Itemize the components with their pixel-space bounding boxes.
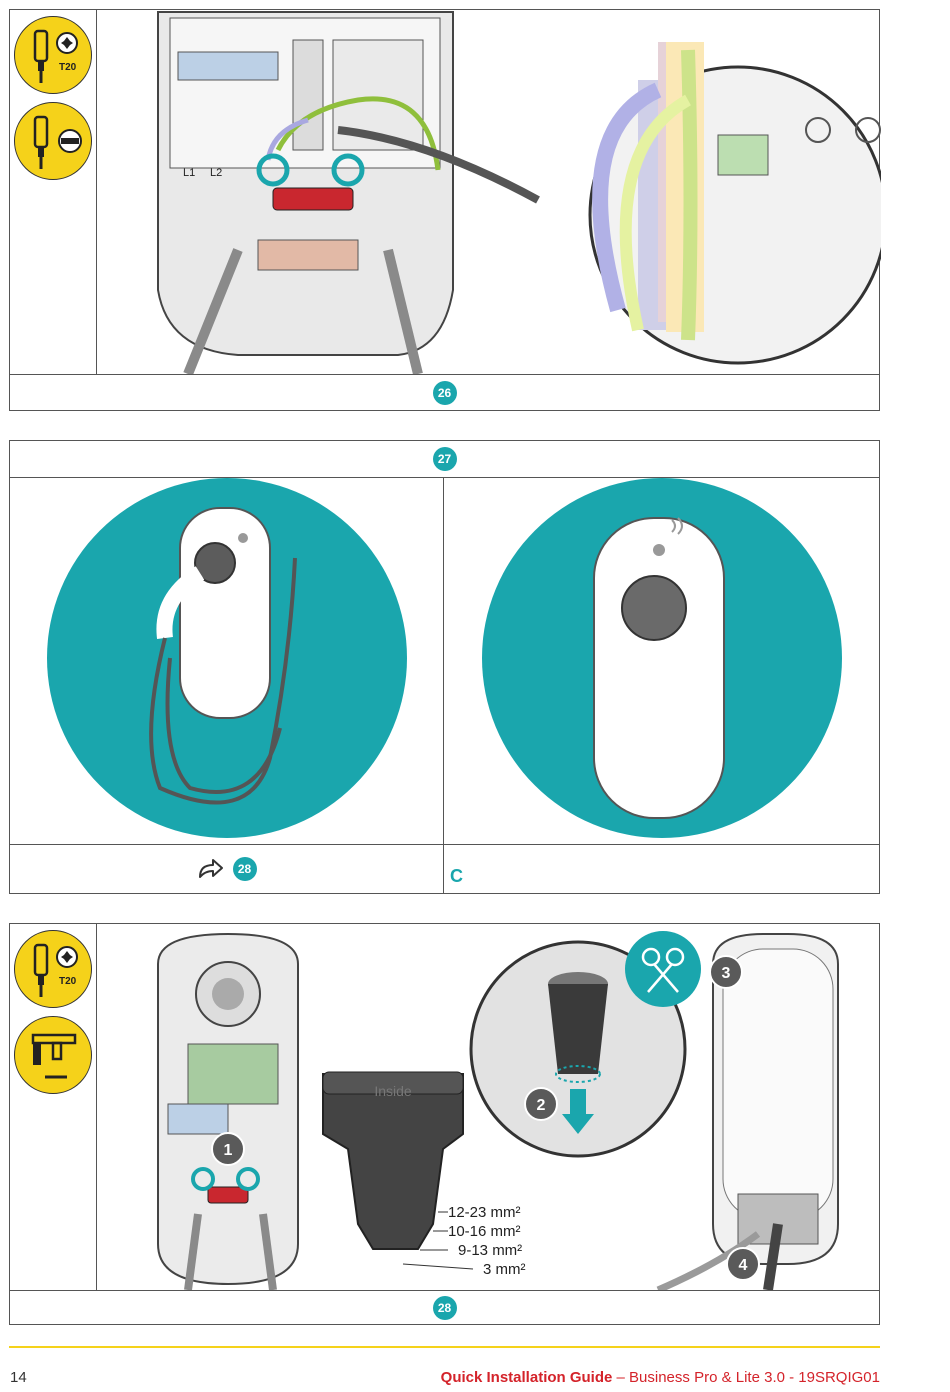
flat-screwdriver-icon [14,102,92,180]
footer-divider [9,1346,880,1348]
step-26-panel: T20 L1 L2 [9,9,881,411]
step-bar: 28 [10,1290,879,1324]
size-label-1: 12-23 mm² [448,1204,521,1221]
torx-screwdriver-icon: T20 [14,930,92,1008]
tool-label: T20 [59,62,77,73]
option-caption: C [444,844,879,893]
goto-step-badge: 28 [232,857,257,881]
wiring-illustration: L1 L2 [157,11,881,374]
page-number: 14 [10,1369,27,1386]
arrow-icon [198,859,223,878]
torx-screwdriver-icon: T20 [14,16,92,94]
wire-label-l2: L2 [210,167,222,179]
goto-step-caption: 28 [10,844,444,893]
caliper-icon [14,1016,92,1094]
step-28-panel: T20 1 Inside [9,923,880,1325]
gland-illustration: 1 Inside 12-23 mm² 10-16 mm² 9-13 mm² 3 … [157,931,839,1290]
wire-label-l1: L1 [183,167,195,179]
callout-3: 3 [722,965,731,982]
scissors-icon [641,947,661,967]
step-badge: 26 [432,380,457,405]
charger-socket-illustration [444,478,879,844]
step-badge: 27 [432,447,457,471]
tool-column: T20 [10,924,97,1290]
step-bar: 26 [10,374,879,410]
footer-title: Quick Installation Guide – Business Pro … [441,1369,880,1386]
tool-column: T20 [10,10,97,374]
footer-title-bold: Quick Installation Guide [440,1369,613,1386]
option-letter: C [450,865,463,886]
size-label-2: 10-16 mm² [448,1223,521,1240]
step-27-panel: 27 28 C [9,440,880,894]
size-label-3: 9-13 mm² [458,1242,522,1259]
charger-with-cable-illustration [10,478,444,844]
step-bar: 27 [10,441,879,478]
size-label-4: 3 mm² [483,1261,526,1278]
callout-1: 1 [224,1142,233,1159]
tool-label: T20 [59,976,77,987]
callout-2: 2 [537,1097,546,1114]
callout-4: 4 [739,1257,748,1274]
step-badge: 28 [432,1295,457,1320]
footer-title-rest: – Business Pro & Lite 3.0 - 19SRQIG01 [612,1369,880,1386]
grommet-label: Inside [374,1083,412,1099]
